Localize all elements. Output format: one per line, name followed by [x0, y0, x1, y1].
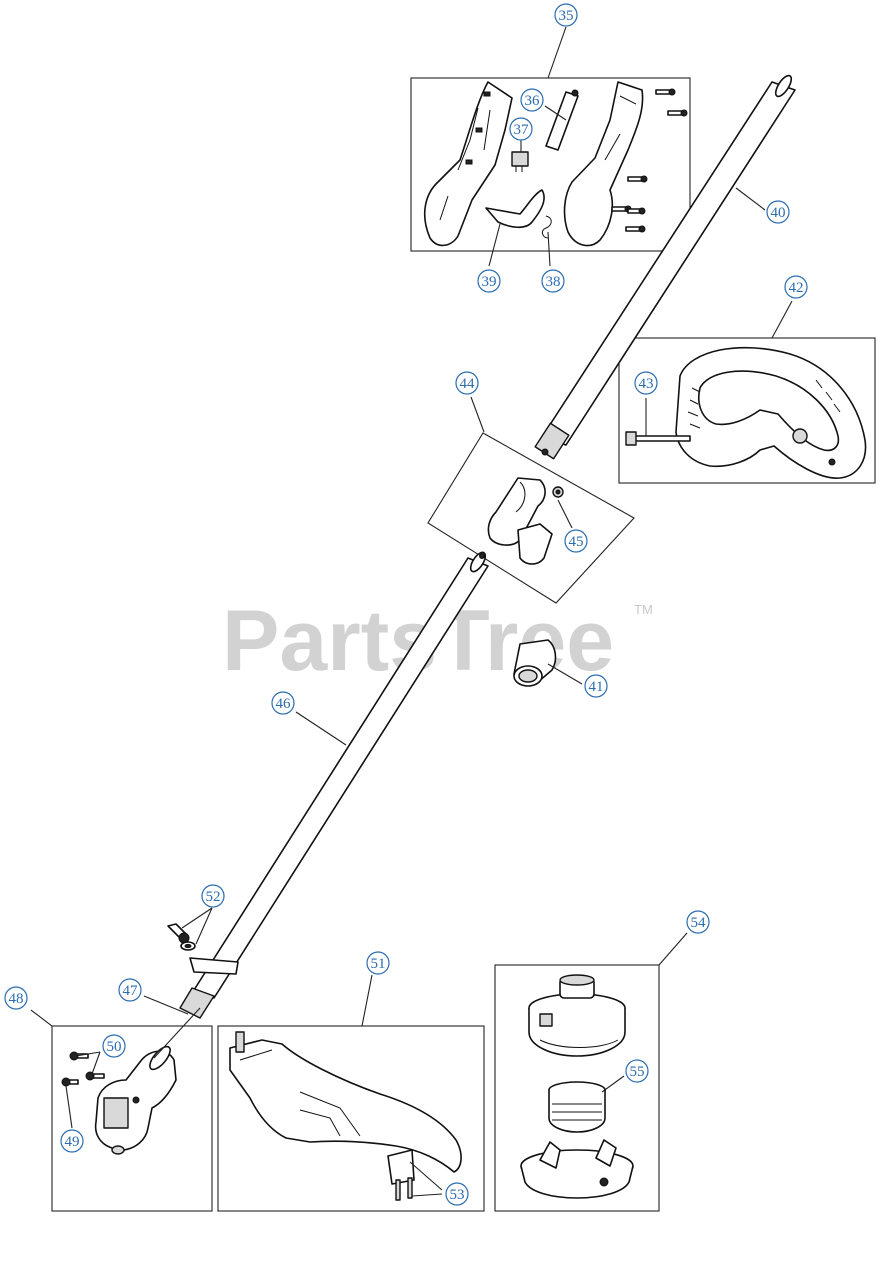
svg-text:35: 35	[559, 8, 574, 24]
svg-text:37: 37	[514, 122, 530, 138]
handle-housing-right[interactable]	[563, 81, 644, 247]
svg-text:53: 53	[450, 1187, 465, 1203]
trimmer-spool[interactable]	[548, 1081, 606, 1133]
trimmer-head-cover[interactable]	[528, 974, 626, 1057]
callout-35: 35	[554, 3, 578, 27]
gearhead-frame	[51, 1025, 213, 1212]
svg-text:41: 41	[589, 679, 604, 695]
watermark-trademark: TM	[634, 602, 653, 617]
callout-53: 53	[445, 1182, 469, 1206]
assist-handle[interactable]	[675, 346, 867, 479]
throttle-lockout[interactable]	[545, 89, 579, 151]
clamp-knob-and-washer[interactable]	[167, 923, 196, 951]
coupler-housing[interactable]	[487, 477, 553, 565]
trimmer-head-base[interactable]	[520, 1139, 634, 1199]
leader-lines	[30, 26, 793, 1197]
callout-44: 44	[455, 371, 479, 395]
svg-text:51: 51	[371, 956, 386, 972]
svg-text:39: 39	[482, 274, 497, 290]
svg-text:40: 40	[771, 205, 786, 221]
assist-handle-bolt[interactable]	[625, 431, 691, 446]
callout-50: 50	[102, 1034, 126, 1058]
callout-51: 51	[366, 951, 390, 975]
callout-52: 52	[201, 884, 225, 908]
throttle-trigger[interactable]	[485, 189, 545, 229]
callout-40: 40	[766, 200, 790, 224]
svg-text:36: 36	[525, 93, 541, 109]
shaft-connector[interactable]	[513, 639, 557, 687]
shaft-clamp	[189, 957, 239, 975]
gearhead[interactable]	[94, 1043, 177, 1155]
guard-frame	[217, 1025, 485, 1212]
callout-54: 54	[686, 910, 710, 934]
callout-42: 42	[784, 275, 808, 299]
svg-text:45: 45	[569, 534, 584, 550]
callout-45: 45	[564, 529, 588, 553]
callout-48: 48	[4, 986, 28, 1010]
callout-43: 43	[634, 371, 658, 395]
callout-36: 36	[520, 88, 544, 112]
upper-shaft[interactable]	[534, 73, 796, 460]
callout-41: 41	[584, 674, 608, 698]
coupler-knob[interactable]	[552, 486, 564, 498]
callout-37: 37	[509, 117, 533, 141]
svg-text:47: 47	[123, 983, 139, 999]
trigger-spring[interactable]	[541, 215, 552, 239]
svg-text:46: 46	[276, 696, 292, 712]
callout-38: 38	[541, 269, 565, 293]
handle-housing-left[interactable]	[423, 81, 513, 247]
gearhead-screw-49[interactable]	[61, 1077, 79, 1087]
callout-49: 49	[60, 1129, 84, 1153]
guard-bracket-screws[interactable]	[387, 1149, 415, 1201]
svg-text:52: 52	[206, 889, 221, 905]
assist-handle-frame	[618, 337, 876, 484]
svg-text:50: 50	[107, 1039, 122, 1055]
svg-text:38: 38	[546, 274, 561, 290]
svg-text:49: 49	[65, 1134, 80, 1150]
svg-text:55: 55	[630, 1064, 645, 1080]
svg-text:42: 42	[789, 280, 804, 296]
callout-46: 46	[271, 691, 295, 715]
svg-text:43: 43	[639, 376, 654, 392]
svg-text:54: 54	[691, 915, 707, 931]
screws-housing[interactable]	[611, 88, 688, 233]
trimmer-guard[interactable]	[229, 1031, 462, 1173]
gearhead-screws-50[interactable]	[69, 1051, 105, 1081]
svg-text:48: 48	[9, 991, 24, 1007]
coupler-frame	[427, 432, 635, 604]
callout-47: 47	[118, 978, 142, 1002]
lower-shaft[interactable]	[179, 550, 489, 1019]
trimmer-head-frame	[494, 964, 660, 1212]
callout-39: 39	[477, 269, 501, 293]
switch[interactable]	[511, 151, 529, 172]
callout-55: 55	[625, 1059, 649, 1083]
handle-housing-frame	[410, 77, 691, 252]
svg-text:44: 44	[460, 376, 476, 392]
